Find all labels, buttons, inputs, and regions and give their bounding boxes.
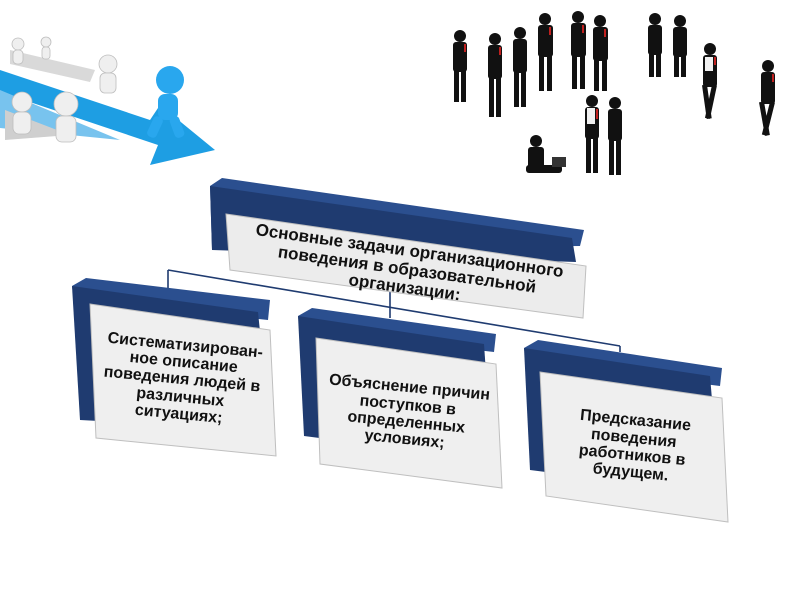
business-people-silhouettes-icon — [453, 11, 775, 175]
root-box — [210, 178, 587, 319]
child-box-2-label: Объяснение причин поступков в определенн… — [328, 371, 491, 452]
child-box-1 — [72, 278, 277, 457]
child-box-3-label: Предсказание поведения работников в буду… — [578, 407, 692, 485]
child-box-1-label: Систематизирован-ное описание поведения … — [103, 329, 264, 427]
child-box-3 — [524, 340, 729, 523]
running-figures-arrow-icon — [0, 36, 215, 165]
child-box-2 — [298, 308, 503, 489]
